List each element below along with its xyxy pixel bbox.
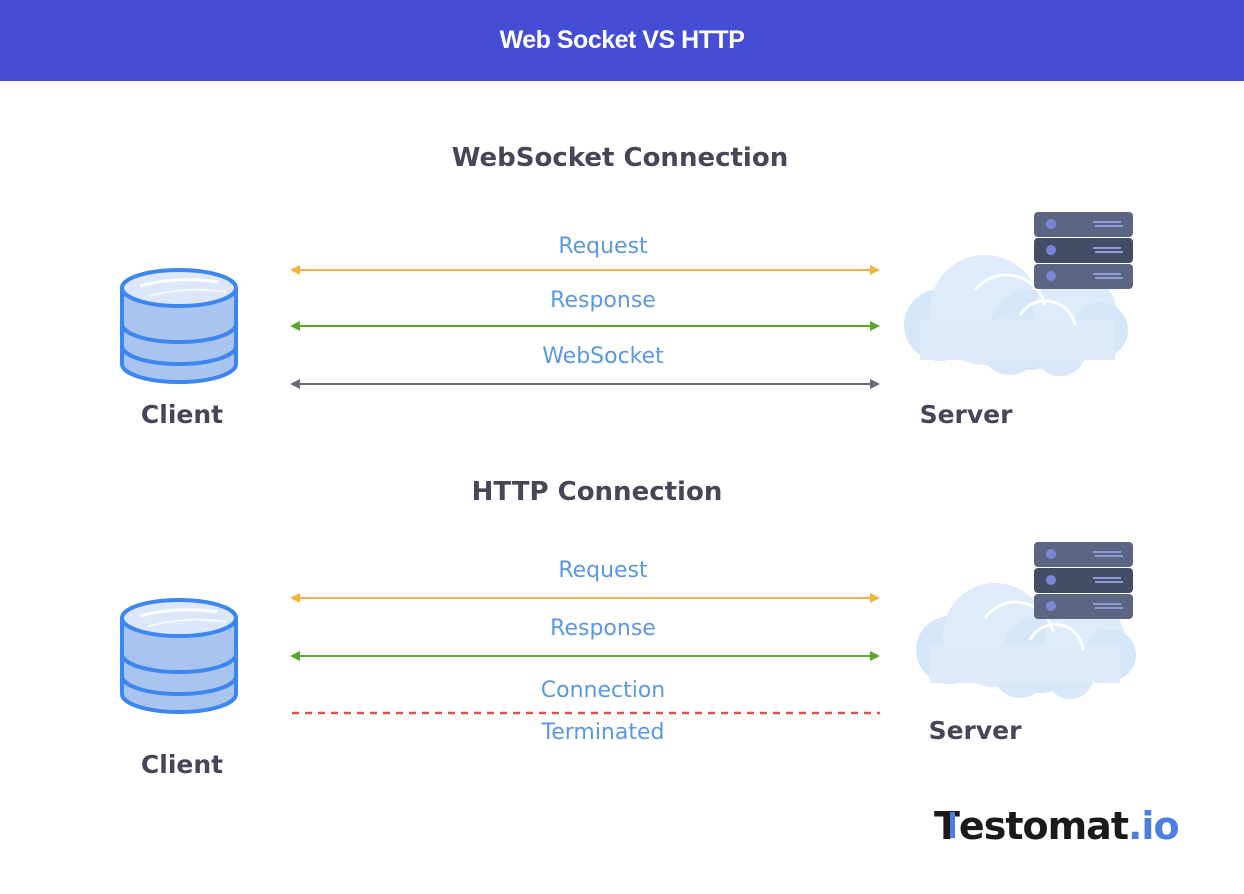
header-title: Web Socket VS HTTP [499, 26, 745, 54]
http-terminated-dashed-line [292, 711, 880, 715]
header-banner: Web Socket VS HTTP [0, 0, 1244, 81]
ws-response-label: Response [550, 288, 656, 313]
http-response-label: Response [550, 616, 656, 641]
cloud-server-icon [904, 212, 1133, 376]
websocket-server-label: Server [919, 400, 1013, 429]
database-icon [120, 598, 238, 714]
http-client-label: Client [140, 750, 224, 779]
websocket-section-title: WebSocket Connection [451, 143, 789, 173]
http-request-arrow [290, 593, 880, 603]
ws-websocket-label: WebSocket [542, 344, 664, 369]
server-rack [1034, 542, 1133, 619]
websocket-client-label: Client [140, 400, 224, 429]
http-response-arrow [290, 651, 880, 661]
ws-request-label: Request [558, 234, 648, 259]
ws-response-arrow [290, 321, 880, 331]
database-icon [120, 268, 238, 384]
http-section-title: HTTP Connection [471, 477, 723, 507]
http-connection-label: Connection [540, 678, 666, 703]
http-terminated-label: Terminated [541, 720, 665, 745]
ws-request-arrow [290, 265, 880, 275]
ws-websocket-arrow [290, 379, 880, 389]
logo-t-mark: T [934, 804, 960, 848]
server-rack [1034, 212, 1133, 289]
testomat-logo: Testomat.io [934, 804, 1180, 848]
http-request-label: Request [558, 558, 648, 583]
logo-brand-rest: estomat [958, 804, 1129, 848]
cloud-server-icon [916, 542, 1136, 699]
cloud-shape [916, 583, 1136, 699]
logo-tld: .io [1128, 804, 1180, 848]
http-server-label: Server [928, 716, 1022, 745]
cloud-shape [904, 255, 1128, 376]
